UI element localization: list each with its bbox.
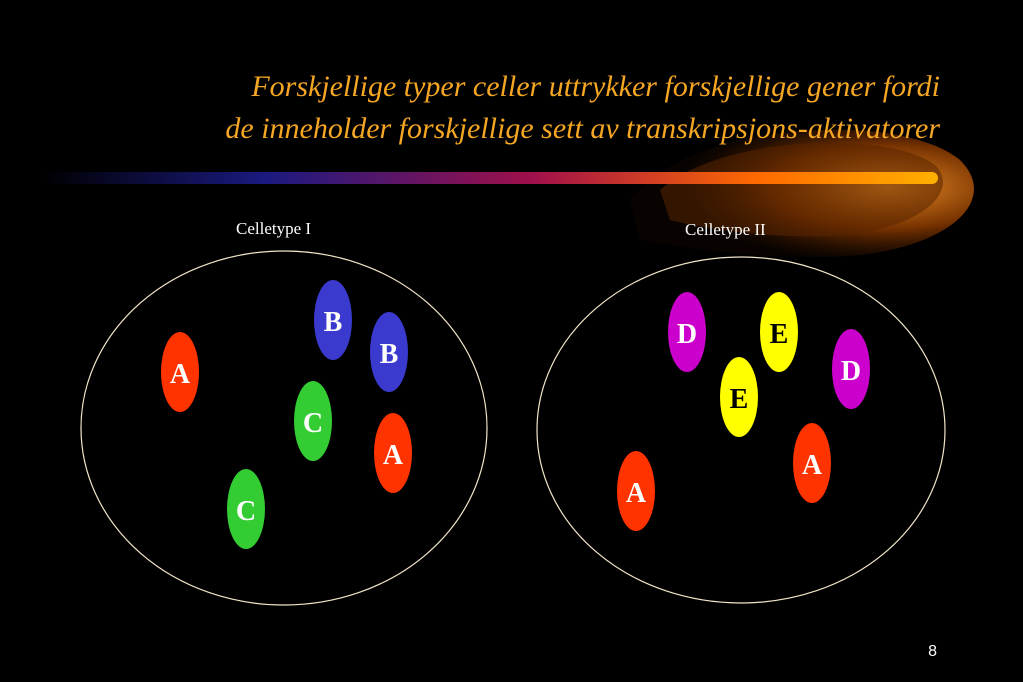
- factor-shape: [294, 381, 332, 461]
- factor-shape: [668, 292, 706, 372]
- factor-letter: E: [770, 319, 789, 350]
- cell-membrane: [80, 250, 488, 606]
- factor-letter: D: [677, 319, 697, 350]
- factor-d: D: [832, 329, 870, 409]
- factor-shape: [374, 413, 412, 493]
- factor-letter: D: [841, 356, 861, 387]
- gradient-bar: [40, 172, 938, 184]
- factor-e: E: [720, 357, 758, 437]
- factor-shape: [227, 469, 265, 549]
- cell-label-type-2: Celletype II: [685, 220, 766, 239]
- factor-letter: C: [303, 408, 323, 439]
- factor-e: E: [760, 292, 798, 372]
- factor-a: A: [161, 332, 199, 412]
- factor-shape: [617, 451, 655, 531]
- factor-a: A: [374, 413, 412, 493]
- slide-title: Forskjellige typer celler uttrykker fors…: [60, 66, 940, 150]
- factor-shape: [161, 332, 199, 412]
- factor-b: B: [370, 312, 408, 392]
- factor-shape: [793, 423, 831, 503]
- factor-a: A: [793, 423, 831, 503]
- swoosh-inner: [660, 142, 944, 237]
- factor-letter: A: [626, 478, 647, 509]
- factor-shape: [760, 292, 798, 372]
- cell-type-2: D E D E A A: [536, 256, 946, 604]
- factor-letter: C: [236, 496, 256, 527]
- factor-d: D: [668, 292, 706, 372]
- factor-letter: A: [383, 440, 404, 471]
- title-line-2: de inneholder forskjellige sett av trans…: [225, 112, 940, 145]
- cell-label-type-1: Celletype I: [236, 219, 312, 238]
- factor-shape: [314, 280, 352, 360]
- cell-type-1: B B A C A C: [80, 250, 488, 606]
- cell-membrane: [536, 256, 946, 604]
- factor-shape: [720, 357, 758, 437]
- factor-letter: A: [802, 450, 823, 481]
- factor-c: C: [294, 381, 332, 461]
- factor-c: C: [227, 469, 265, 549]
- factor-b: B: [314, 280, 352, 360]
- factor-shape: [370, 312, 408, 392]
- page-number: 8: [928, 643, 937, 660]
- title-line-1: Forskjellige typer celler uttrykker fors…: [251, 70, 940, 103]
- factor-letter: E: [730, 384, 749, 415]
- factor-letter: A: [170, 359, 191, 390]
- factor-shape: [832, 329, 870, 409]
- factor-letter: B: [380, 339, 399, 370]
- factor-a: A: [617, 451, 655, 531]
- factor-letter: B: [324, 307, 343, 338]
